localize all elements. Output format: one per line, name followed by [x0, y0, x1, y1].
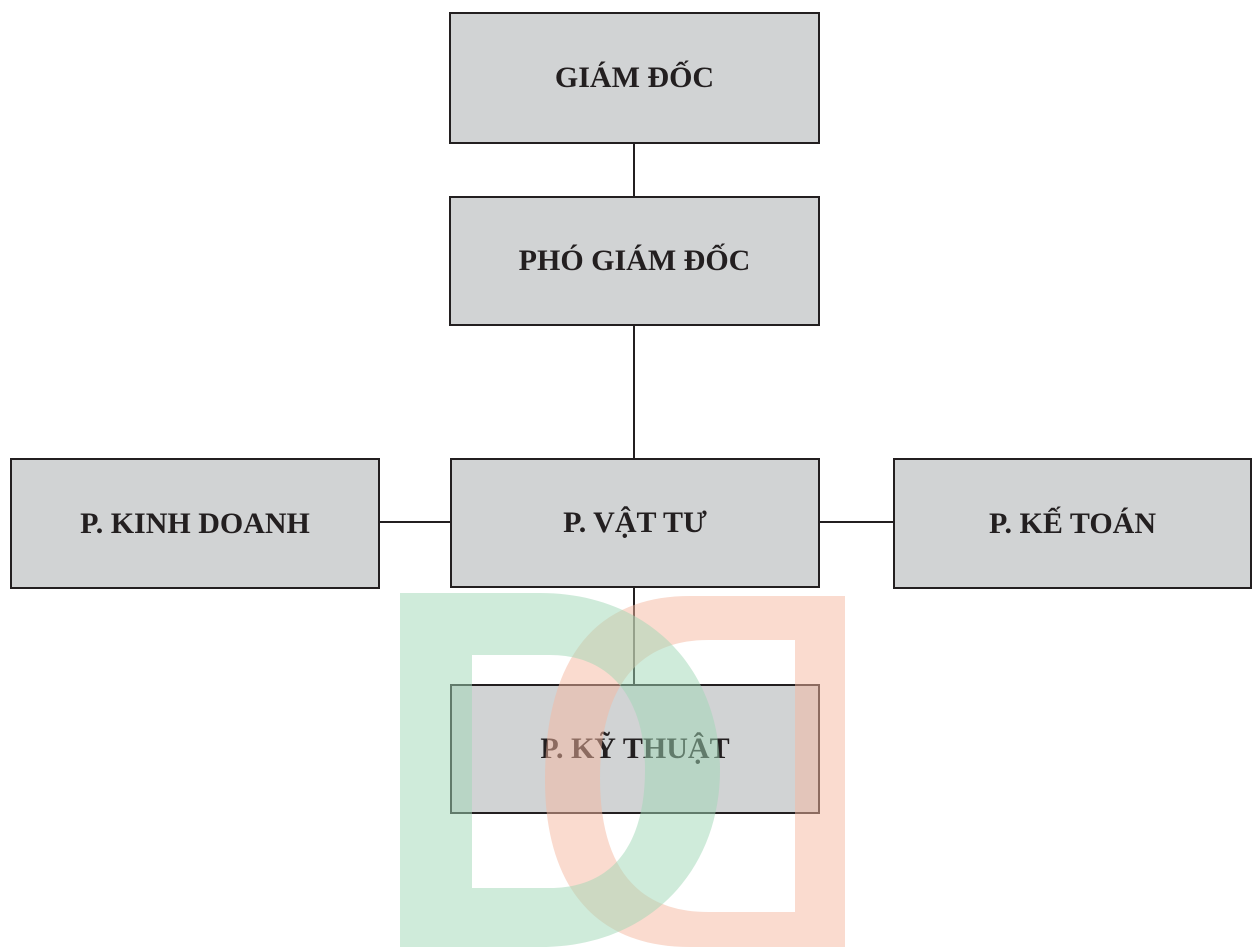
node-technical-label: P. KỸ THUẬT [540, 732, 730, 765]
connector-director-deputy [633, 144, 635, 196]
connector-materials-technical [633, 588, 635, 684]
node-director-label: GIÁM ĐỐC [554, 61, 715, 94]
node-accounting-label: P. KẾ TOÁN [988, 506, 1156, 540]
node-materials: P. VẬT TƯ [450, 458, 820, 588]
node-technical: P. KỸ THUẬT [450, 684, 820, 814]
node-accounting: P. KẾ TOÁN [893, 458, 1252, 589]
node-deputy-director-label: PHÓ GIÁM ĐỐC [518, 244, 751, 277]
node-materials-label: P. VẬT TƯ [563, 506, 707, 539]
connector-deputy-materials [633, 326, 635, 458]
connector-materials-accounting [820, 521, 893, 523]
node-sales: P. KINH DOANH [10, 458, 380, 589]
connector-sales-materials [380, 521, 450, 523]
node-sales-label: P. KINH DOANH [80, 506, 310, 540]
node-deputy-director: PHÓ GIÁM ĐỐC [449, 196, 820, 326]
node-director: GIÁM ĐỐC [449, 12, 820, 144]
